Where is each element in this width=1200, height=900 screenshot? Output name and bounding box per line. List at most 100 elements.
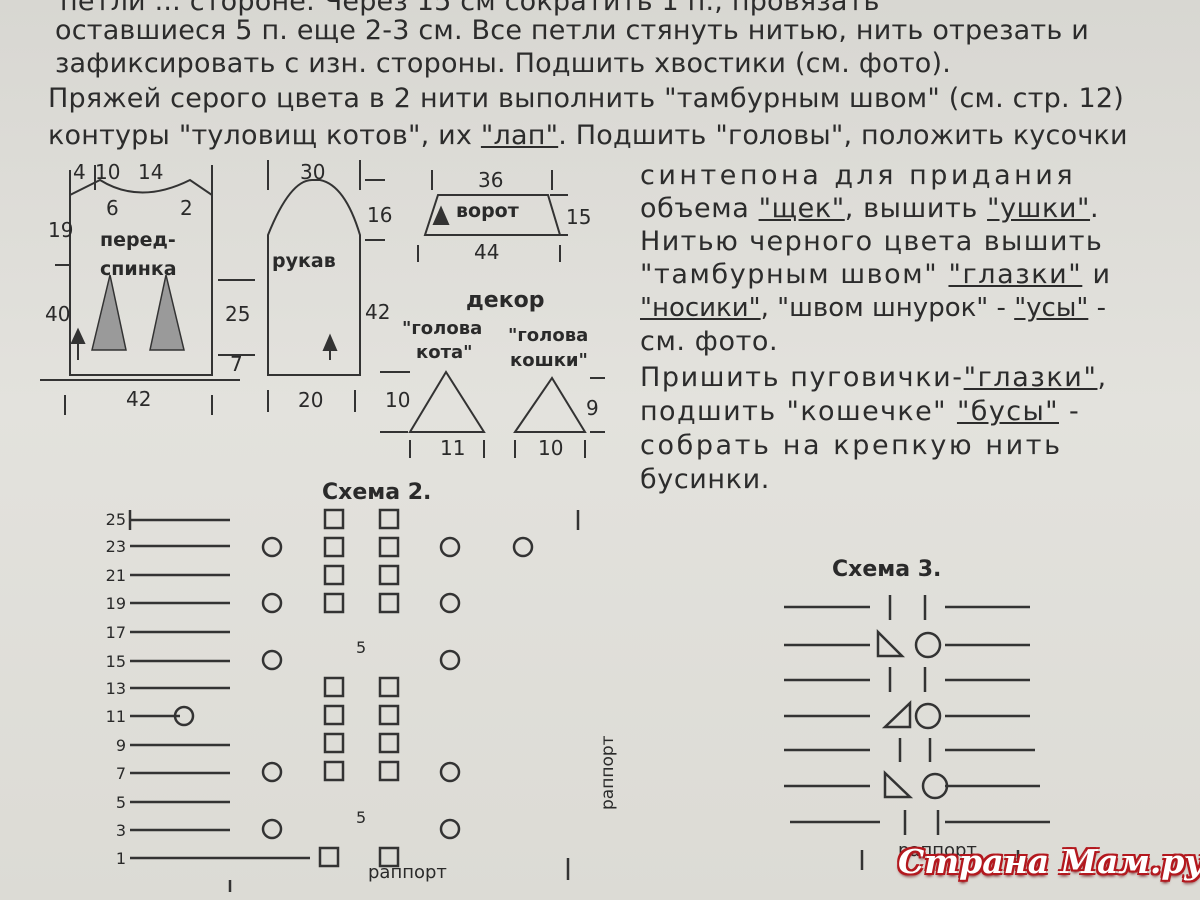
right-line-8: подшить "кошечке" "бусы" -	[640, 396, 1080, 427]
square-symbol	[378, 508, 400, 530]
square-symbol	[378, 564, 400, 586]
square-symbol	[378, 704, 400, 726]
square-symbol	[378, 760, 400, 782]
kitty-head-triangle	[513, 376, 587, 433]
kitty-head-label: кошки"	[510, 350, 588, 371]
dim-label: 44	[474, 240, 500, 264]
watermark-logo: Страна Мам.ру	[898, 842, 1200, 881]
scheme3-grid	[784, 595, 1050, 870]
row-number: 7	[115, 764, 126, 783]
row-number: 11	[105, 707, 126, 726]
collar-label: ворот	[456, 200, 519, 222]
text-span: ,	[1097, 362, 1108, 393]
decor-title: декор	[466, 288, 545, 313]
text-span: "тамбурным швом"	[640, 259, 949, 290]
text-span: .	[1090, 193, 1100, 224]
row-number: 21	[105, 566, 126, 585]
square-symbol	[323, 760, 345, 782]
dim-label: 9	[586, 396, 599, 420]
dim-label: 11	[440, 436, 466, 460]
decrease-left-symbol	[883, 770, 914, 799]
row-number: 3	[115, 821, 126, 840]
arrow-up-icon	[322, 333, 338, 351]
kitty-head-label: "голова	[508, 325, 589, 346]
square-symbol	[323, 592, 345, 614]
square-symbol	[323, 564, 345, 586]
text-span: объема	[640, 193, 759, 224]
scheme2-title: Схема 2.	[322, 480, 432, 505]
underlined-word: "глазки"	[963, 362, 1098, 393]
row-number: 1	[115, 849, 126, 868]
dim-label: 2	[180, 196, 193, 220]
five-label: 5	[356, 638, 367, 657]
square-symbol	[378, 846, 400, 868]
underlined-word: "бусы"	[956, 396, 1059, 427]
dim-label: 10	[95, 160, 121, 184]
yarn-over-circle	[439, 649, 461, 671]
yarn-over-circle	[914, 631, 942, 659]
dim-label: 42	[126, 387, 152, 411]
intro-line-3: Пряжей серого цвета в 2 нити выполнить "…	[48, 83, 1125, 114]
yarn-over-circle	[439, 761, 461, 783]
right-line-1: синтепона для придания	[640, 160, 1077, 191]
dim-label: 15	[566, 205, 592, 229]
underlined-word: "глазки"	[948, 259, 1083, 290]
scheme3-title: Схема 3.	[832, 557, 942, 582]
intro-line-0: петли ... стороне. Через 15 см сократить…	[60, 0, 880, 17]
text-span: подшить "кошечке"	[640, 396, 957, 427]
right-line-4: "тамбурным швом" "глазки" и	[640, 259, 1112, 290]
sleeve-outline	[267, 179, 361, 376]
dim-label: 30	[300, 160, 326, 184]
yarn-over-circle	[261, 592, 283, 614]
yarn-over-circle	[439, 592, 461, 614]
yarn-over-circle	[439, 536, 461, 558]
row-number: 5	[115, 793, 126, 812]
square-symbol	[378, 732, 400, 754]
yarn-over-circle	[439, 818, 461, 840]
square-symbol	[378, 676, 400, 698]
right-line-5: "носики", "швом шнурок" - "усы" -	[640, 293, 1106, 323]
decrease-right-symbol	[881, 700, 912, 729]
underlined-word: "носики"	[640, 293, 761, 323]
underlined-word: "щек"	[758, 193, 845, 224]
dim-label: 42	[365, 300, 391, 324]
cat-head-triangle	[408, 370, 486, 433]
text-span: -	[1088, 293, 1106, 323]
text-span: Пришить пуговички-	[640, 362, 964, 393]
yarn-over-circle	[921, 772, 949, 800]
dim-label: 16	[367, 203, 393, 227]
row-number: 15	[105, 652, 126, 671]
intro-line-1: оставшиеся 5 п. еще 2-3 см. Все петли ст…	[55, 15, 1089, 46]
right-line-6: см. фото.	[640, 326, 779, 357]
shaded-triangle	[149, 274, 185, 351]
arrow-up-icon	[70, 327, 86, 344]
dim-label: 40	[45, 302, 71, 326]
dim-label: 7	[230, 352, 243, 376]
row-number: 9	[115, 736, 126, 755]
right-line-3: Нитью черного цвета вышить	[640, 226, 1104, 257]
front-back-label: перед-	[100, 229, 176, 251]
scheme2-grid	[128, 508, 580, 892]
text-span: и	[1082, 259, 1112, 290]
underlined-word: "усы"	[1014, 293, 1089, 323]
front-back-outline	[69, 178, 213, 376]
intro-line-4: контуры "туловищ котов", их "лап". Подши…	[48, 120, 1128, 151]
rapport-label: раппорт	[368, 862, 447, 883]
dim-label: 19	[48, 218, 74, 242]
dim-label: 10	[538, 436, 564, 460]
rapport-label: раппорт	[898, 840, 977, 861]
text-span: , "швом шнурок" -	[760, 293, 1015, 323]
five-label: 5	[356, 808, 367, 827]
dim-label: 6	[106, 196, 119, 220]
square-symbol	[378, 592, 400, 614]
right-line-7: Пришить пуговички-"глазки",	[640, 362, 1108, 393]
row-number: 13	[105, 679, 126, 698]
cat-head-label: "голова	[402, 318, 483, 339]
dim-label: 36	[478, 168, 504, 192]
square-symbol	[323, 704, 345, 726]
underlined-word: "ушки"	[987, 193, 1091, 224]
crossed-circle	[173, 705, 195, 727]
row-number: 17	[105, 623, 126, 642]
